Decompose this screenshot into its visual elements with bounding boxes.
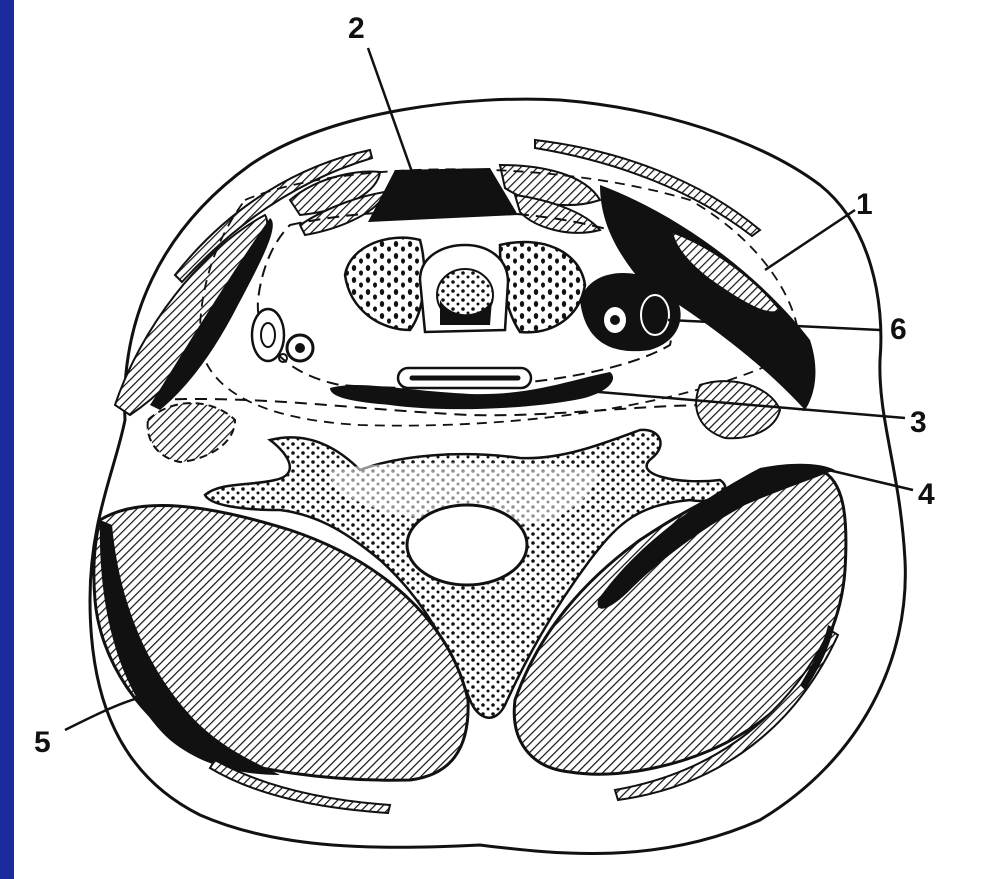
label-4: 4 [918, 480, 935, 510]
label-6: 6 [890, 315, 907, 345]
left-carotid-lumen [295, 343, 305, 353]
left-jugular-vein [252, 309, 284, 361]
right-carotid-lumen [610, 315, 620, 325]
label-5: 5 [34, 728, 51, 758]
label-1: 1 [856, 190, 873, 220]
spinal-canal [407, 505, 527, 585]
label-2: 2 [348, 14, 365, 44]
label-3: 3 [910, 408, 927, 438]
